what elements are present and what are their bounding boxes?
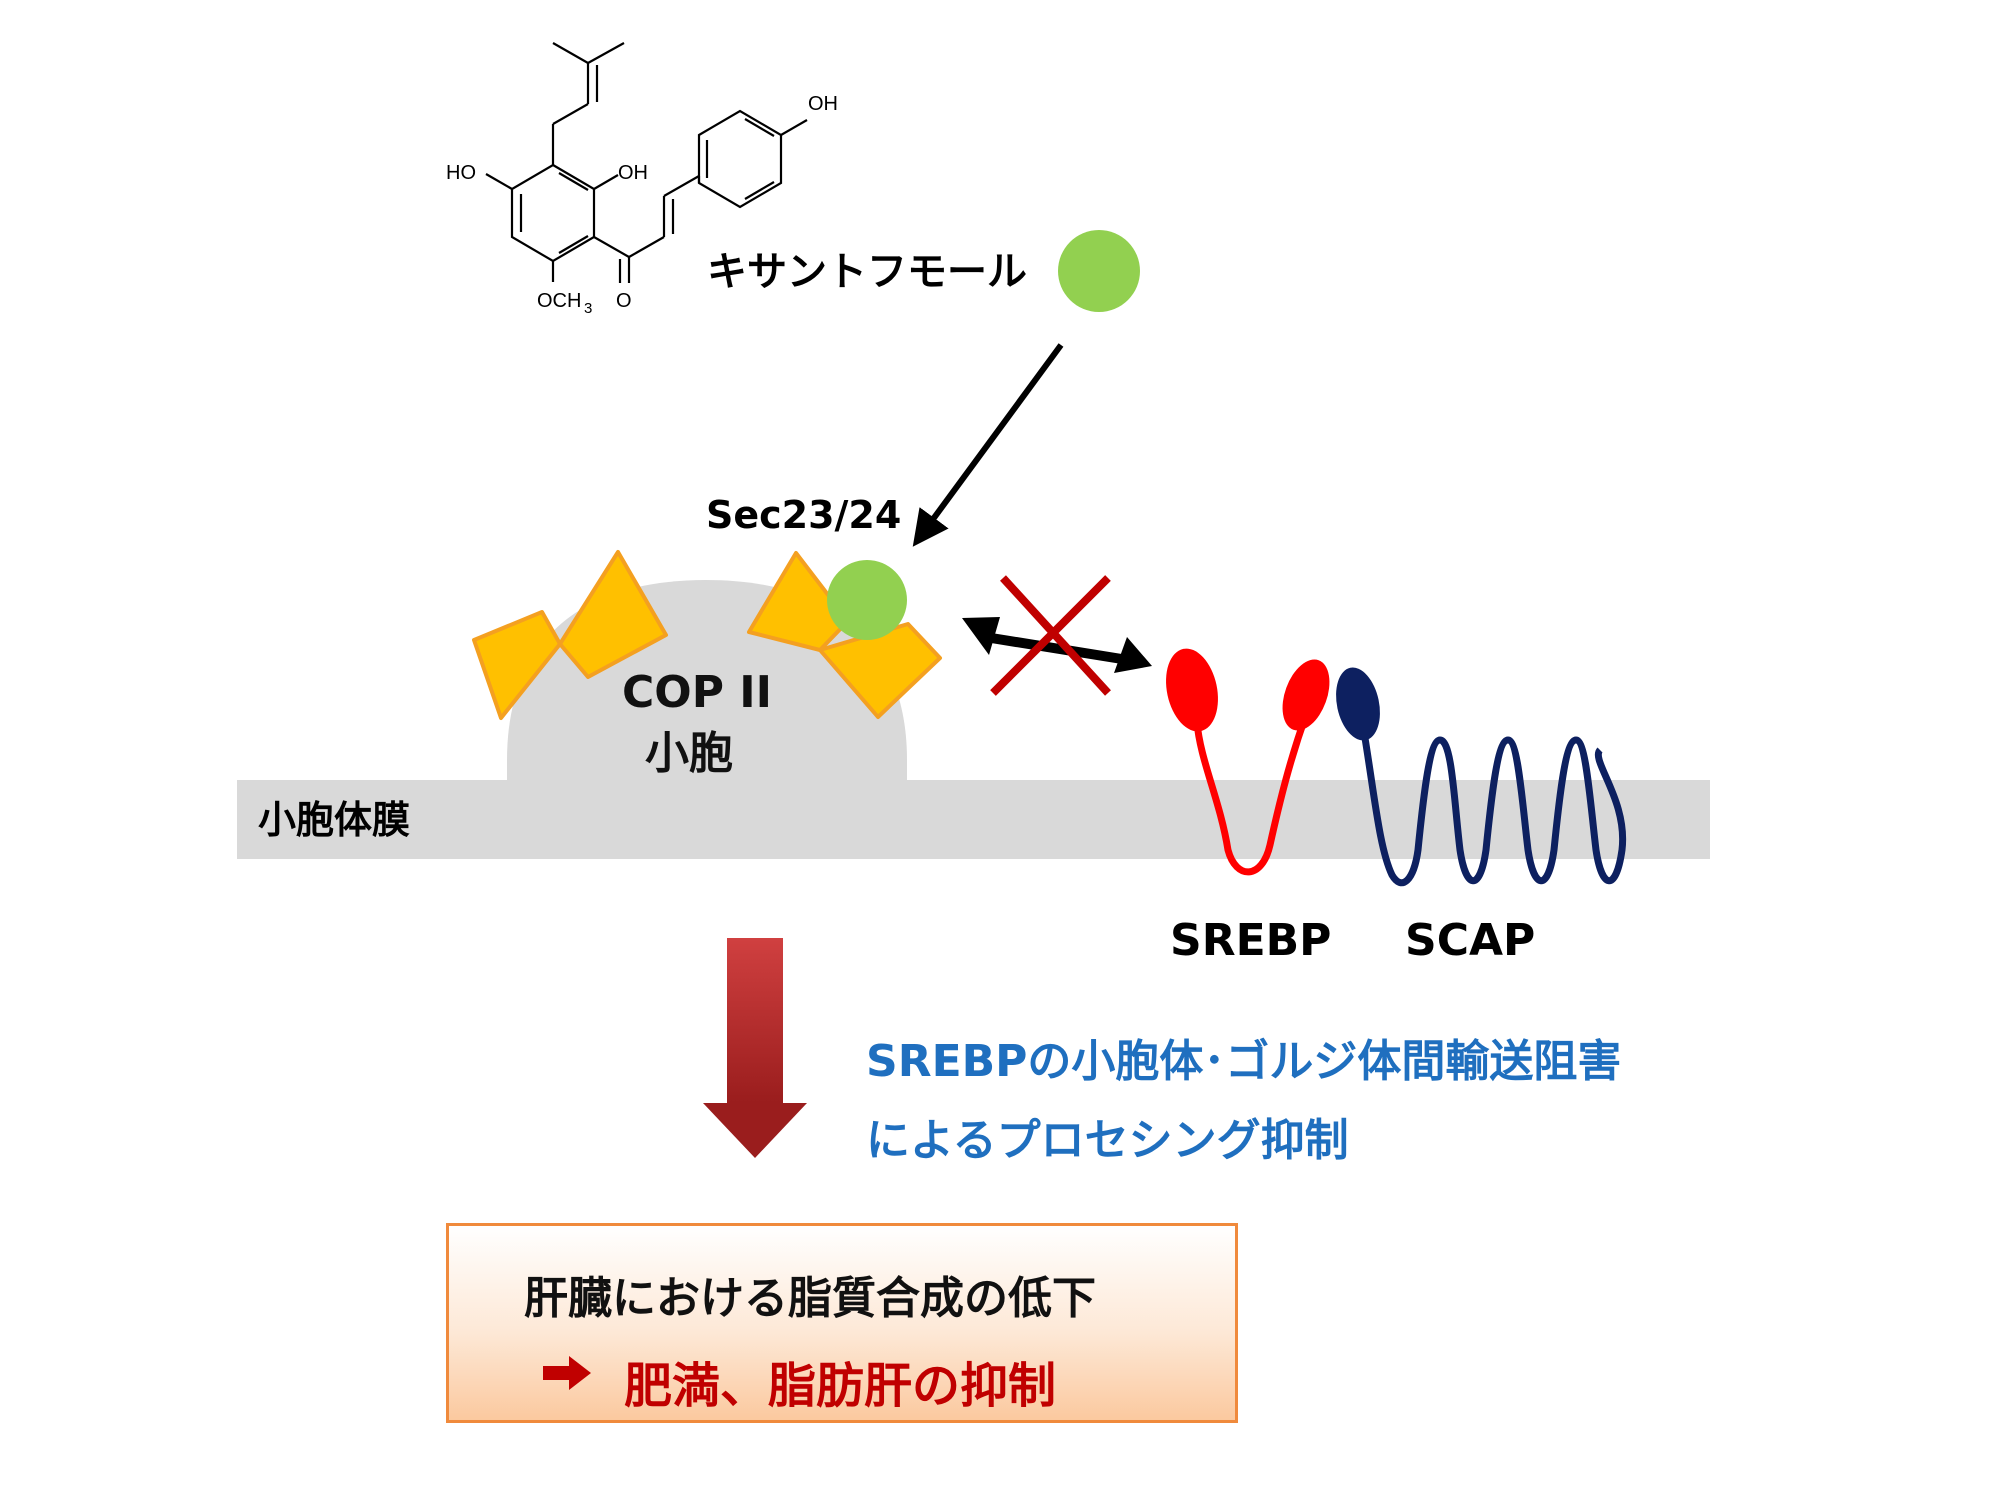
mechanism-note-line2: によるプロセシング抑制 xyxy=(866,1115,1349,1166)
scap-protein xyxy=(1336,667,1627,887)
outcome-down-arrow xyxy=(703,938,807,1158)
compound-dot xyxy=(1058,230,1140,312)
blocked-interaction xyxy=(962,575,1152,696)
srebp-label: SREBP xyxy=(1170,915,1331,966)
result-box: 肝臓における脂質合成の低下 肥満、脂肪肝の抑制 xyxy=(446,1223,1238,1423)
och3-label: OCH xyxy=(537,290,581,312)
sec-label: Sec23/24 xyxy=(706,493,901,537)
carbonyl-o-label: O xyxy=(616,290,632,312)
oh-top-label: OH xyxy=(808,93,838,115)
vesicle-label: 小胞 xyxy=(645,728,733,779)
er-membrane xyxy=(237,780,1710,859)
srebp-protein xyxy=(1166,648,1330,876)
sec23-24-coat-left xyxy=(472,550,668,720)
ho-left-label: HO xyxy=(446,162,476,184)
cop2-label: COP II xyxy=(622,667,772,718)
result-summary: 肝臓における脂質合成の低下 xyxy=(524,1273,1096,1324)
binding-arrow xyxy=(912,343,1064,547)
mechanism-note-line1: SREBPの小胞体･ゴルジ体間輸送阻害 xyxy=(866,1036,1622,1087)
och3-subscript: 3 xyxy=(584,300,592,317)
scap-label: SCAP xyxy=(1405,915,1535,966)
xanthohumol-structure xyxy=(485,42,808,283)
oh-mid-label: OH xyxy=(618,162,648,184)
bound-compound-dot xyxy=(827,560,907,640)
compound-name: キサントフモール xyxy=(707,249,1027,295)
right-arrow-icon xyxy=(543,1356,591,1390)
membrane-label: 小胞体膜 xyxy=(258,798,410,842)
result-effect: 肥満、脂肪肝の抑制 xyxy=(624,1358,1057,1414)
